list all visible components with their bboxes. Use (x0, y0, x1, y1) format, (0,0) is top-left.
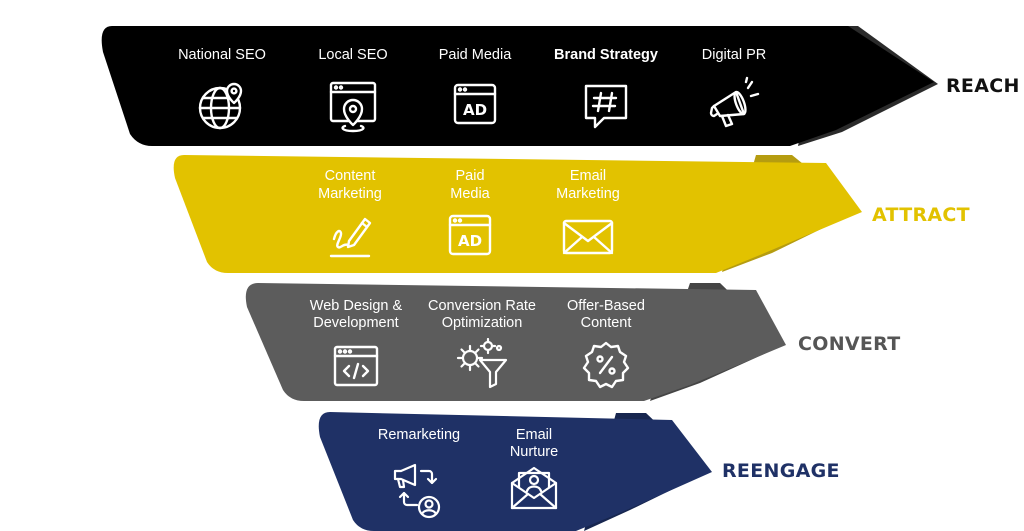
code-browser-icon (333, 345, 379, 387)
svg-text:AD: AD (458, 232, 482, 250)
stage-label-reach: REACH (946, 75, 1020, 97)
reach-item-local-seo: Local SEO (291, 46, 415, 136)
reengage-band (318, 412, 712, 531)
envelope-icon (562, 219, 614, 255)
svg-text:AD: AD (463, 101, 487, 119)
convert-item-web-design: Web Design &Development (300, 298, 412, 388)
pen-signature-icon (329, 217, 372, 258)
item-label: Brand Strategy (554, 47, 658, 63)
item-label: National SEO (178, 47, 266, 63)
reengage-band-shape (318, 412, 712, 531)
item-label: Digital PR (701, 47, 767, 63)
item-label: Paid Media (438, 47, 512, 63)
reach-item-brand-strategy: Brand Strategy (538, 46, 674, 130)
attract-band-shape (173, 155, 862, 273)
megaphone-user-icon (393, 463, 441, 519)
browser-pin-icon (329, 81, 377, 133)
ad-browser-icon: AD (453, 83, 497, 125)
convert-band (245, 283, 787, 401)
attract-band (173, 155, 862, 273)
ad-browser-icon: AD (448, 214, 492, 256)
gear-funnel-icon (456, 338, 508, 389)
item-label: Local SEO (318, 47, 388, 63)
hashtag-chat-icon (584, 84, 628, 129)
megaphone-icon (709, 76, 760, 128)
stage-label-reengage: REENGAGE (722, 460, 840, 482)
reengage-item-remarketing: Remarketing (364, 427, 474, 519)
item-label: Remarketing (377, 427, 461, 443)
item-label: Web Design &Development (309, 298, 403, 331)
globe-pin-icon (198, 82, 243, 130)
reach-item-national-seo: National SEO (160, 46, 284, 132)
percent-badge-icon (582, 341, 630, 389)
stage-label-convert: CONVERT (798, 333, 901, 355)
convert-band-shape (245, 283, 787, 401)
reach-item-paid-media: Paid Media AD (413, 46, 537, 126)
stage-label-attract: ATTRACT (872, 204, 970, 226)
reach-item-digital-pr: Digital PR (672, 46, 796, 132)
envelope-user-icon (510, 466, 558, 510)
